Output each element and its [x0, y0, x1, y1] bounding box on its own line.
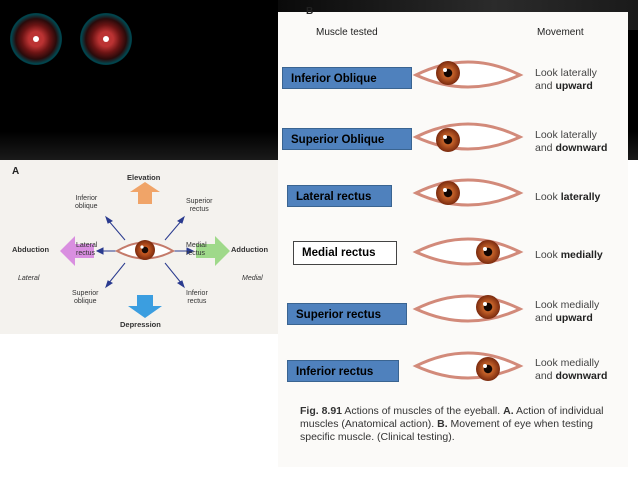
- eye-highlight-shape: [443, 188, 447, 192]
- row-movement-text: Look laterally and downward: [535, 129, 608, 154]
- lateral-label: Lateral: [18, 275, 40, 282]
- depression-arrow-icon: [128, 295, 162, 318]
- row-eye-icon: [412, 237, 524, 266]
- row-movement-text: Look laterally and upward: [535, 67, 597, 92]
- panel-a-diagram: [60, 182, 230, 318]
- figure-caption: Fig. 8.91 Actions of muscles of the eyeb…: [300, 405, 604, 443]
- row-eye-icon: [412, 351, 524, 381]
- row-muscle-label: Inferior Oblique: [282, 67, 412, 89]
- row-muscle-label: Inferior rectus: [287, 360, 399, 382]
- eyelid-shape: [412, 178, 524, 207]
- elevation-label: Elevation: [127, 173, 161, 182]
- adduction-arrow-icon: [196, 236, 230, 266]
- eyelid-shape: [412, 237, 524, 266]
- row-muscle-label: Medial rectus: [293, 241, 397, 265]
- eyelid-shape: [412, 294, 524, 323]
- depression-label: Depression: [120, 320, 161, 329]
- iris-shape: [436, 128, 460, 152]
- abduction-arrow-icon: [60, 236, 94, 266]
- panel-a-eye-icon: [114, 240, 176, 260]
- abduction-label: Abduction: [12, 245, 50, 254]
- bottom-left-blank: [0, 334, 278, 479]
- eye-highlight-shape: [443, 135, 447, 139]
- iris-shape: [476, 240, 500, 264]
- muscle-tested-header: Muscle tested: [316, 27, 378, 38]
- row-movement-text: Look medially and downward: [535, 357, 608, 382]
- row-eye-icon: [412, 294, 524, 323]
- eye-highlight-shape: [483, 247, 487, 251]
- eye-highlight-shape: [443, 68, 447, 72]
- row-movement-text: Look medially and upward: [535, 299, 600, 324]
- eyelid-shape: [412, 351, 524, 380]
- row-movement-text: Look laterally: [535, 191, 601, 203]
- eyelid-shape: [412, 122, 524, 151]
- eyelid-shape: [412, 60, 524, 89]
- adduction-label: Adduction: [231, 245, 269, 254]
- row-movement-text: Look medially: [535, 249, 603, 261]
- row-muscle-label: Lateral rectus: [287, 185, 392, 207]
- panel-b-letter: B: [306, 6, 314, 17]
- row-eye-icon: [412, 122, 524, 152]
- iris-shape: [436, 61, 460, 85]
- iris-shape: [436, 181, 460, 205]
- row-eye-icon: [412, 60, 524, 89]
- iris-shape: [476, 295, 500, 319]
- glowing-eye-right-icon: [80, 13, 132, 65]
- row-muscle-label: Superior Oblique: [282, 128, 412, 150]
- row-muscle-label: Superior rectus: [287, 303, 407, 325]
- iris-shape: [476, 357, 500, 381]
- elevation-arrow-icon: [130, 182, 160, 204]
- eye-highlight-shape: [483, 302, 487, 306]
- panel-a-letter: A: [12, 166, 20, 177]
- medial-label: Medial: [242, 275, 263, 282]
- eye-highlight-shape: [483, 364, 487, 368]
- glowing-eye-left-icon: [10, 13, 62, 65]
- row-eye-icon: [412, 178, 524, 207]
- movement-header: Movement: [537, 27, 584, 38]
